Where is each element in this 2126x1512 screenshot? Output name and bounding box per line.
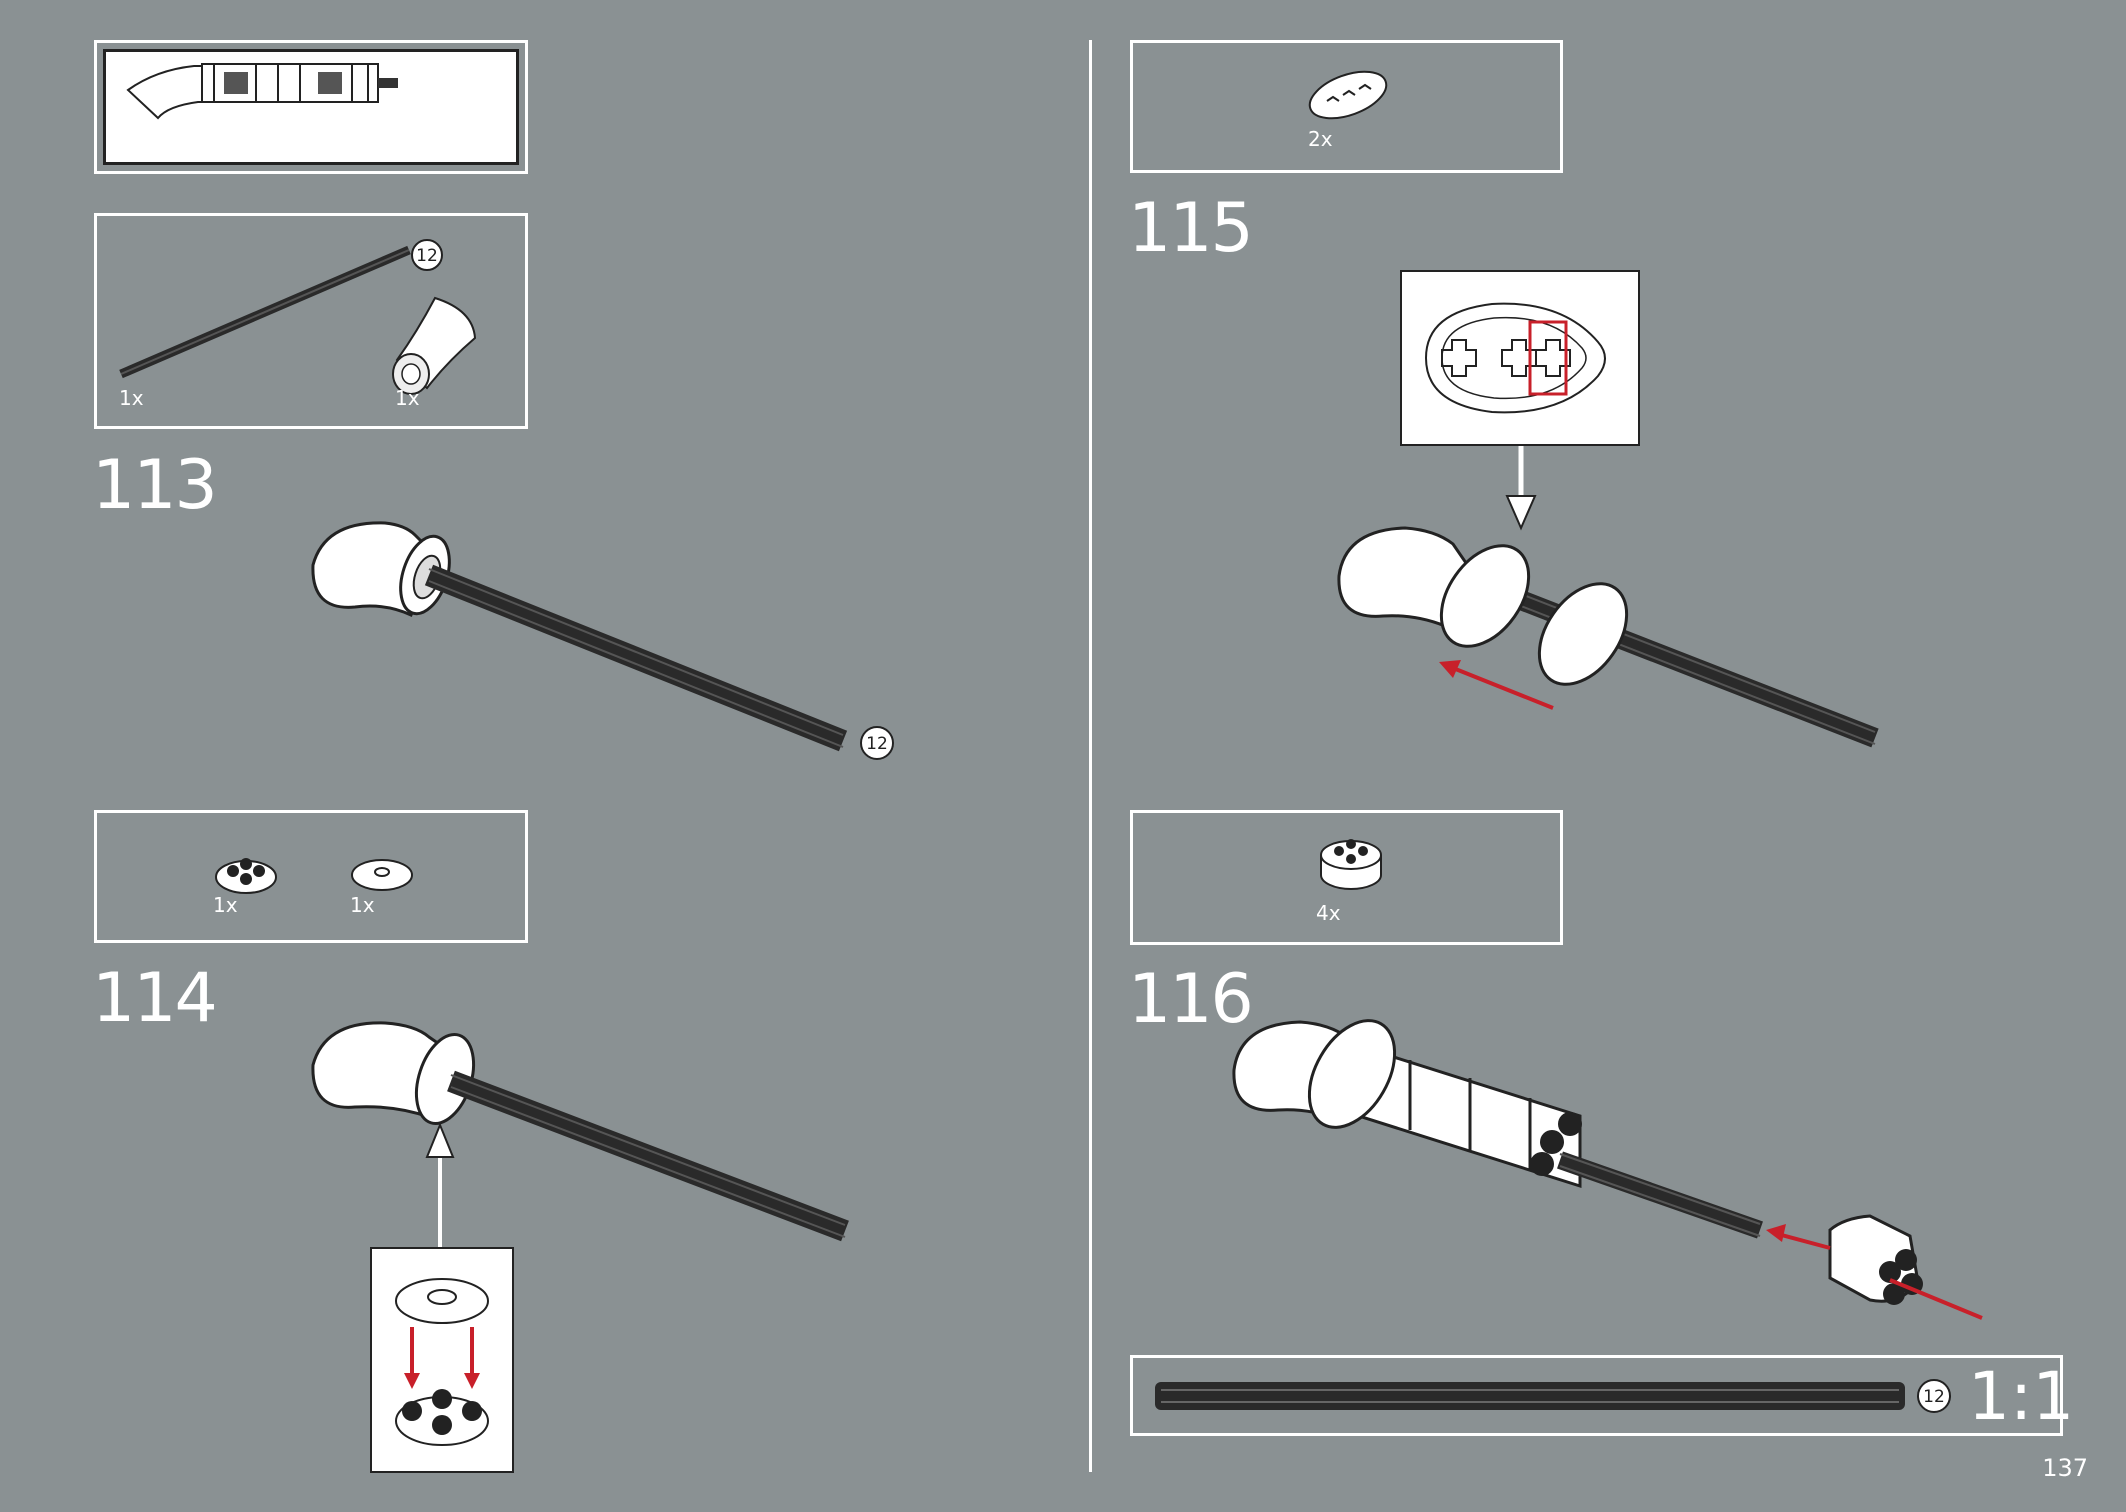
- round-brick-part-illustration: [1320, 839, 1382, 890]
- step-number-115: 115: [1128, 189, 1254, 268]
- step-113-axle-badge: 12: [860, 726, 894, 760]
- round-brick-quantity: 4x: [1316, 901, 1341, 925]
- step-113-axle-badge-text: 12: [866, 734, 888, 754]
- axle-length-badge: 12: [411, 239, 443, 271]
- round-tile-part-illustration: [351, 859, 413, 891]
- step-number-116: 116: [1128, 960, 1254, 1039]
- parts-list-step-114: 1x 1x: [94, 810, 528, 943]
- scale-length-badge: 12: [1917, 1379, 1951, 1413]
- round-plate-part-illustration: [215, 858, 277, 894]
- scale-axle-illustration: [1155, 1382, 1905, 1410]
- parts-list-step-113: 12 1x 1x: [94, 213, 528, 429]
- curved-tube-part-illustration: [392, 296, 477, 395]
- page-number: 137: [2042, 1454, 2088, 1482]
- curved-tube-quantity: 1x: [395, 386, 420, 410]
- parts-list-step-115: 2x: [1130, 40, 1563, 173]
- scale-label: 1:1: [1968, 1358, 2075, 1435]
- step-115-callout-illustration: [1424, 302, 1606, 414]
- scale-reference-box: 12 1:1: [1130, 1355, 2074, 1436]
- parts-list-step-116: 4x: [1130, 810, 1563, 945]
- axle-part-illustration: [119, 245, 411, 379]
- step-number-113: 113: [92, 446, 218, 525]
- step-114-callout-illustration: [395, 1278, 489, 1446]
- page-divider: [1089, 40, 1092, 1472]
- axle-quantity: 1x: [119, 386, 144, 410]
- oval-connector-quantity: 2x: [1308, 127, 1333, 151]
- step-116-illustration: [1232, 1019, 1983, 1320]
- scale-length-badge-text: 12: [1923, 1387, 1945, 1407]
- step-number-114: 114: [92, 959, 218, 1038]
- subassembly-frame: [103, 49, 519, 165]
- subassembly-preview: [94, 40, 528, 174]
- oval-connector-part-illustration: [1308, 70, 1388, 120]
- step-114-illustration: [311, 1021, 849, 1265]
- axle-length-badge-text: 12: [416, 246, 438, 266]
- round-tile-quantity: 1x: [350, 893, 375, 917]
- subassembly-illustration: [126, 63, 398, 120]
- step-115-callout: [1400, 270, 1640, 446]
- round-plate-quantity: 1x: [213, 893, 238, 917]
- step-113-illustration: [311, 521, 848, 752]
- step-115-illustration: [1337, 446, 1879, 748]
- step-114-callout: [370, 1247, 514, 1473]
